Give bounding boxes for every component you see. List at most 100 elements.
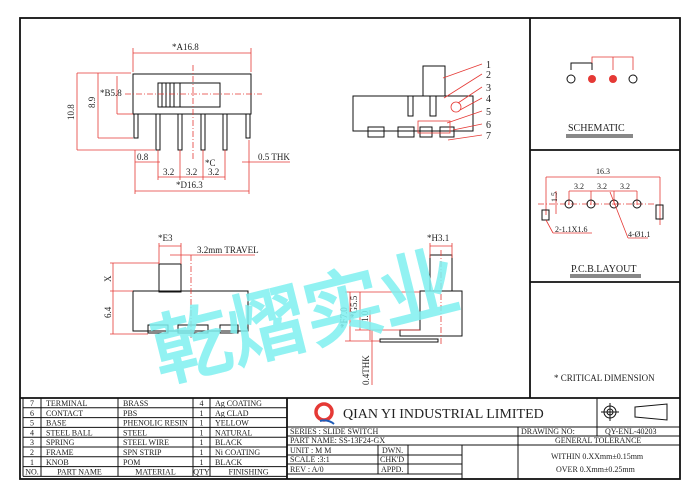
terminal-open: [628, 74, 638, 84]
pcb-slot: [541, 209, 550, 221]
bom-row-no: 1: [30, 458, 34, 467]
terminal-open: [566, 74, 576, 84]
series-label: SERIES : SLIDE SWITCH: [290, 427, 378, 436]
dim-e-label: *E3: [158, 233, 173, 243]
callout-7: 7: [486, 131, 491, 142]
bom-row-material: PBS: [123, 409, 137, 418]
bom-row-qty: 1: [200, 428, 204, 437]
callout-2: 2: [486, 70, 491, 81]
drawing-frame: [19, 17, 681, 480]
bom-row-finish: YELLOW: [215, 419, 249, 428]
dim-g-label: *G5.5: [349, 295, 359, 318]
bom-row-qty: 1: [200, 458, 204, 467]
company-name: QIAN YI INDUSTRIAL LIMITED: [343, 407, 544, 422]
pcb-hole-note: 4-Ø1.1: [628, 230, 650, 239]
bom-row-finish: Ag COATING: [215, 399, 262, 408]
pitch-3: 3.2: [208, 167, 219, 177]
bom-row-part: FRAME: [46, 448, 74, 457]
bom-row-qty: 1: [200, 438, 204, 447]
pcb-layout: 16.3 3.2 3.2 3.2 1.5 2-1.1X1.6 4-Ø1.1 P.…: [538, 167, 664, 278]
pcb-width: 16.3: [596, 167, 610, 176]
bom-header-qty: QTY: [193, 468, 210, 477]
knob: [158, 263, 182, 293]
chkd-label: CHK'D: [380, 455, 404, 464]
callout-5: 5: [486, 107, 491, 118]
bom-row-material: SPN STRIP: [123, 448, 162, 457]
callout-3: 3: [486, 83, 491, 94]
pitch-2: 3.2: [186, 167, 197, 177]
pcb-layout-title: P.C.B.LAYOUT: [571, 264, 636, 275]
bom-row-finish: Ni COATING: [215, 448, 260, 457]
title-block: QIAN YI INDUSTRIAL LIMITED SERIES : SLID…: [286, 398, 680, 479]
bom-row-material: PHENOLIC RESIN: [123, 419, 188, 428]
bom-row-qty: 1: [200, 419, 204, 428]
bom-row-finish: BLACK: [215, 458, 242, 467]
rev-label: REV : A/0: [290, 465, 324, 474]
front-view: *A16.8 10.8 8.9 *B5.8 0.8 3.2 3.2 3.2 *C…: [66, 42, 290, 194]
dim-1-label: 1.0: [360, 310, 370, 322]
tolerance-within: WITHIN 0.XXmm±0.15mm: [551, 452, 644, 461]
bottom-side-view: *H3.1 *F7.0 *G5.5 1.0 0.4THK: [339, 233, 463, 385]
dim-height-pins: 8.9: [87, 96, 97, 108]
bottom-front-view: *E3 3.2mm TRAVEL X 6.4: [103, 233, 259, 340]
dim-d-label: *D16.3: [176, 180, 203, 190]
bom-row-finish: Ag CLAD: [215, 409, 249, 418]
dim-b-label: *B5.8: [100, 88, 122, 98]
dim-f-label: *F7.0: [339, 307, 349, 328]
bom-row-no: 4: [30, 428, 34, 437]
company-logo: [314, 402, 335, 425]
dim-c-label: *C: [205, 158, 216, 168]
bom-row-finish: NATURAL: [215, 428, 252, 437]
bom-row-part: BASE: [46, 419, 67, 428]
bom-row-no: 6: [30, 409, 34, 418]
bom-row-part: TERMINAL: [46, 399, 87, 408]
callout-1: 1: [486, 60, 491, 71]
schematic-title: SCHEMATIC: [568, 123, 625, 134]
bom-row-finish: BLACK: [215, 438, 242, 447]
unit-label: UNIT : M M: [290, 446, 331, 455]
bom-row-no: 2: [30, 448, 34, 457]
watermark: 乾熠实业: [143, 237, 468, 400]
pcb-hole: [609, 199, 619, 209]
bom-row-qty: 4: [200, 399, 204, 408]
critical-dimension-note: * CRITICAL DIMENSION: [554, 373, 655, 383]
bom-row-qty: 1: [200, 448, 204, 457]
terminal-common: [609, 75, 617, 83]
dim-a-label: *A16.8: [172, 42, 199, 52]
pcb-pitch-3: 3.2: [620, 182, 630, 191]
tolerance-over: OVER 0.Xmm±0.25mm: [556, 465, 636, 474]
bom-row-no: 3: [30, 438, 34, 447]
bom-row-part: CONTACT: [46, 409, 83, 418]
dim-h-label: *H3.1: [427, 233, 449, 243]
pin: [155, 113, 161, 151]
callout-6: 6: [486, 120, 491, 131]
drawing-no-label: DRAWING NO:: [521, 427, 575, 436]
pcb-pitch-2: 3.2: [597, 182, 607, 191]
bom-row-no: 5: [30, 419, 34, 428]
pcb-hole: [632, 199, 642, 209]
bom-header-no: NO.: [25, 468, 39, 477]
dim-pin-width: 0.8: [137, 152, 149, 162]
thickness-label: 0.5 THK: [258, 152, 290, 162]
bom-header-part: PART NAME: [57, 468, 102, 477]
pcb-hole: [564, 199, 574, 209]
pcb-offset: 1.5: [550, 192, 559, 202]
bom-row-material: BRASS: [123, 399, 148, 408]
dim-x-label: X: [103, 275, 113, 282]
bom-header-finish: FINISHING: [229, 468, 269, 477]
pcb-hole: [586, 199, 596, 209]
pcb-slot: [655, 204, 664, 220]
bom-row-material: STEEL WIRE: [123, 438, 169, 447]
terminal-common: [588, 75, 596, 83]
bom-row-material: STEEL: [123, 428, 147, 437]
bom-row-qty: 1: [200, 409, 204, 418]
schematic: SCHEMATIC: [566, 56, 638, 138]
callout-4: 4: [486, 94, 491, 105]
pin: [177, 113, 183, 151]
bom-row-material: POM: [123, 458, 140, 467]
dim-height-total: 10.8: [66, 104, 76, 120]
dim-height-label: 6.4: [103, 306, 113, 318]
dwn-label: DWN.: [382, 446, 403, 455]
